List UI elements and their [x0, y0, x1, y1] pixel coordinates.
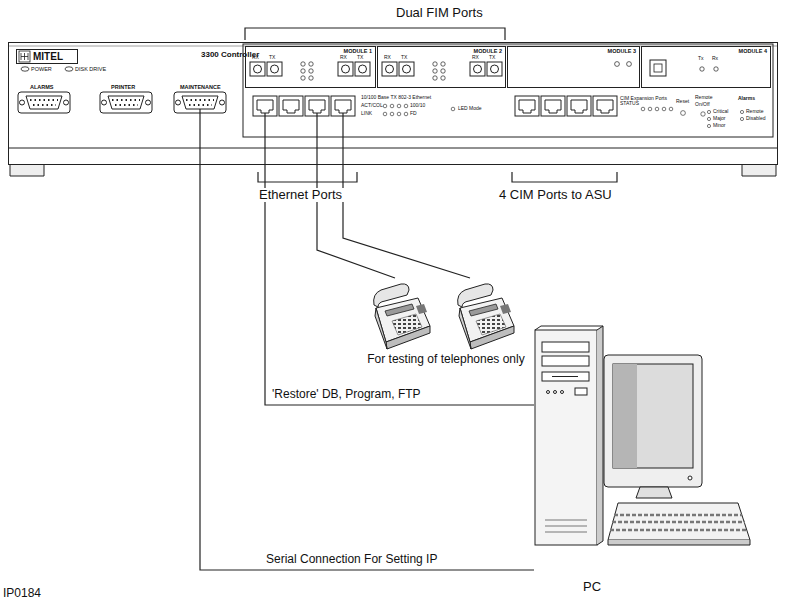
panel-marking: RX — [340, 55, 347, 61]
panel-marking: Remote — [746, 109, 764, 115]
panel-marking: Major — [713, 116, 726, 122]
led-label: POWER — [31, 66, 52, 72]
panel-marking: RX — [384, 55, 391, 61]
module-slot: MODULE 3 — [507, 46, 640, 88]
controller-chassis: 3300 Controller MITEL MODULE 1 MODULE 2 MODU… — [8, 42, 778, 165]
panel-marking: Tx — [698, 56, 704, 62]
port-label: MAINTENANCE — [180, 84, 221, 90]
module-slot: MODULE 4 — [641, 46, 771, 88]
panel-marking: RX — [252, 55, 259, 61]
panel-marking: FD — [410, 111, 417, 117]
panel-marking: Rx — [712, 56, 718, 62]
panel-marking: 10/100 Base TX 802-3 Ethernet — [361, 95, 431, 101]
callout-label: IP0184 — [3, 587, 41, 600]
port-label: PRINTER — [111, 84, 135, 90]
panel-marking: 100/10 — [410, 103, 425, 109]
port-label: ALARMS — [30, 84, 54, 90]
panel-marking: TX — [269, 55, 275, 61]
connection-label: 'Restore' DB, Program, FTP — [270, 388, 423, 401]
node-title: MODULE 1 — [344, 48, 372, 54]
led-label: DISK DRIVE — [75, 66, 106, 72]
callout-label: Dual FIM Ports — [396, 6, 483, 20]
connection-label: Serial Connection For Setting IP — [264, 553, 439, 566]
panel-marking: Reset — [676, 99, 689, 105]
panel-marking: Remote — [695, 95, 713, 101]
panel-marking: LED Mode — [458, 106, 482, 112]
pc: PC — [534, 326, 754, 600]
panel-marking: ACT/COL — [361, 103, 383, 109]
module-slot: MODULE 1 — [245, 46, 376, 88]
panel-marking: On/Off — [695, 102, 710, 108]
panel-marking: TX — [401, 55, 407, 61]
panel-marking: STATUS — [620, 101, 639, 107]
panel-marking: Disabled — [746, 116, 765, 122]
logo-box: MITEL — [16, 49, 78, 64]
callout-label: Ethernet Ports — [257, 188, 344, 202]
panel-marking: LINK — [361, 111, 372, 117]
node-title: 3300 Controller — [201, 51, 259, 60]
panel-marking: Alarms — [738, 96, 755, 102]
panel-marking: TX — [489, 55, 495, 61]
node-title: For testing of telephones only — [351, 353, 541, 366]
node-title: MITEL — [33, 51, 63, 62]
node-title: MODULE 3 — [608, 48, 636, 54]
cable-line — [200, 165, 534, 570]
cable-line — [317, 165, 395, 278]
node-title: MODULE 4 — [739, 48, 767, 54]
panel-marking: Critical — [713, 109, 728, 115]
panel-marking: Minor — [713, 123, 726, 129]
node-title: PC — [583, 580, 601, 594]
panel-marking: TX — [357, 55, 363, 61]
module-slot: MODULE 2 — [377, 46, 506, 88]
callout-label: 4 CIM Ports to ASU — [497, 188, 614, 202]
cable-line — [343, 165, 470, 278]
panel-marking: RX — [472, 55, 479, 61]
node-title: MODULE 2 — [474, 48, 502, 54]
telephones: For testing of telephones only — [351, 278, 541, 368]
